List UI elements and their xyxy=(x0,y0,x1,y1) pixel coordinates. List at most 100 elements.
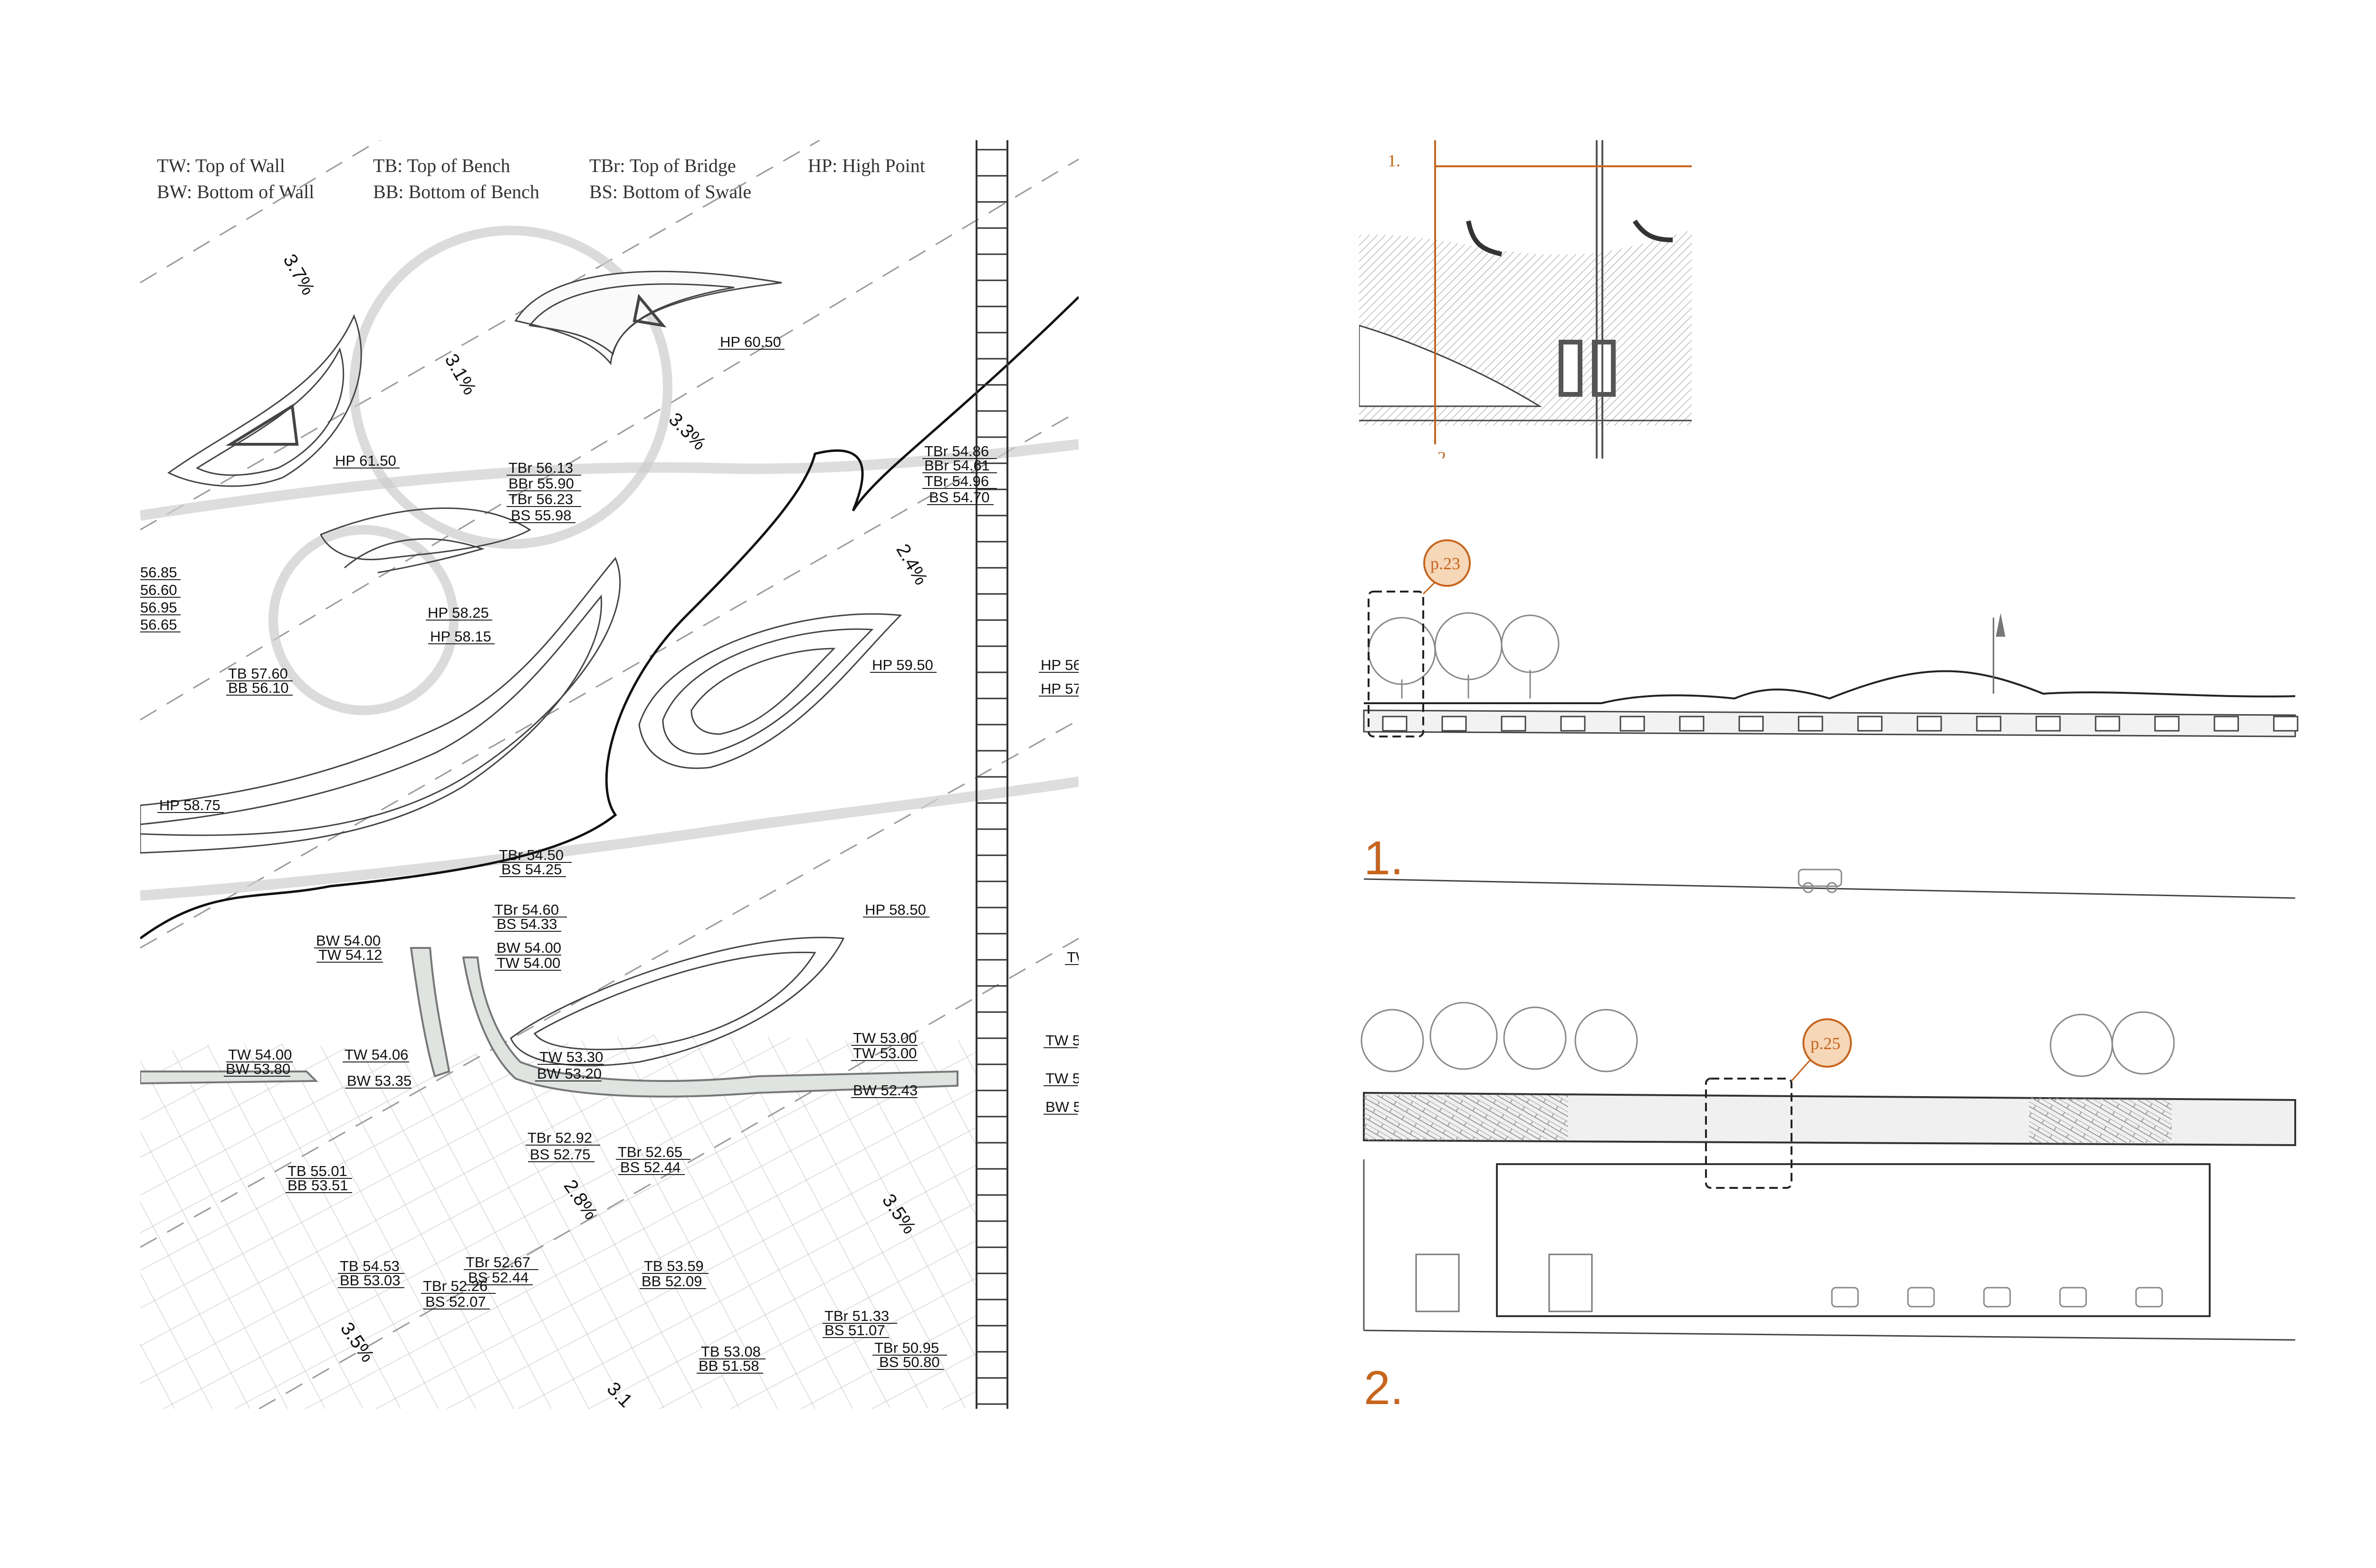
ladder xyxy=(976,140,1008,1409)
spot-elevation-label: BB 52.09 xyxy=(642,1273,702,1290)
ground-profile xyxy=(1364,670,2296,704)
spot-elevation-label: 56.95 xyxy=(140,599,177,616)
tunnel xyxy=(1496,1163,2211,1317)
spot-elevation-label: HP 61.50 xyxy=(335,452,396,469)
slope-label: 2.4% xyxy=(892,541,932,589)
vault-opening xyxy=(1679,716,1705,732)
spot-elevation-label: TBr 54.60 xyxy=(494,901,559,918)
car xyxy=(1798,869,1842,893)
slope-label: 3.3% xyxy=(665,409,710,454)
spot-elevation-label: HP 58.50 xyxy=(865,901,926,918)
spot-elevation-label: TW 53.30 xyxy=(539,1049,603,1065)
spot-elevation-label: BW 53.20 xyxy=(537,1065,602,1082)
vault-opening xyxy=(1738,716,1764,732)
legend-hp: HP: High Point xyxy=(808,155,925,176)
spot-elevation-label: BS 52.75 xyxy=(530,1146,591,1163)
vault-opening xyxy=(2213,716,2239,732)
slope-label: 3.7% xyxy=(279,251,319,299)
spot-elevation-label: TBr 52.67 xyxy=(466,1254,530,1271)
spot-elevation-label: TBr 51.33 xyxy=(824,1308,889,1324)
spot-elevation-label: TBr 52.92 xyxy=(527,1129,592,1146)
vault-opening xyxy=(1560,716,1586,732)
detail-callout xyxy=(1368,591,1424,737)
slope-label: 3.1% xyxy=(441,351,480,399)
spot-elevation-label: TBr 54.50 xyxy=(499,847,564,863)
walls xyxy=(140,947,958,1098)
legend-tbr: TBr: Top of Bridge xyxy=(589,155,736,176)
spot-elevation-label: TBr 50.95 xyxy=(874,1339,939,1356)
section-number: 1. xyxy=(1364,832,1403,885)
spot-elevation-label: BB 53.03 xyxy=(340,1272,401,1289)
vault-opening xyxy=(1501,716,1526,732)
spot-elevation-label: TBr 54.96 xyxy=(924,473,989,489)
spot-elevation-label: BS 51.07 xyxy=(824,1322,885,1339)
car-icon xyxy=(1983,1287,2011,1308)
spot-elevation-label: HP 58.75 xyxy=(159,797,220,813)
spot-elevation-label: TB 57.60 xyxy=(228,665,288,682)
vault-opening xyxy=(2035,716,2061,732)
spot-elevation-label: TB 53.59 xyxy=(644,1258,704,1274)
spot-elevation-label: TW 54.12 xyxy=(318,947,382,963)
spot-elevation-label: BB 56.10 xyxy=(228,679,289,696)
spot-elevation-label: BW 54.00 xyxy=(316,932,381,949)
spot-elevation-label: BW 54.00 xyxy=(497,939,561,956)
spot-elevation-label: 56.65 xyxy=(140,616,177,633)
spot-elevation-label: TBr 52.65 xyxy=(618,1144,682,1160)
cut-line-2-label: 2. xyxy=(1437,448,1450,459)
section-2: p.25 2. xyxy=(1360,1002,2296,1415)
spot-elevation-label: BS 52.44 xyxy=(620,1159,681,1176)
car-icon xyxy=(1907,1287,1935,1308)
spot-elevation-label: TB 55.01 xyxy=(287,1163,347,1179)
detail-callout xyxy=(1705,1078,1792,1189)
key-plan: 1. 2. xyxy=(1359,140,1692,459)
spot-elevation-label: HP 59.50 xyxy=(872,657,933,673)
spot-elevation-label: TW 54.00 xyxy=(228,1046,292,1063)
vault-opening xyxy=(2095,716,2120,732)
spot-elevation-label: BS 54.70 xyxy=(929,489,990,506)
spot-elevation-label: BW 53.80 xyxy=(226,1061,290,1077)
vault-opening xyxy=(1976,716,2002,732)
page-ref-badge xyxy=(1802,1018,1852,1068)
spot-elevation-label: BS 50.80 xyxy=(879,1354,940,1370)
legend-tw: TW: Top of Wall xyxy=(157,155,285,176)
page-ref-text: p.25 xyxy=(1811,1034,1840,1053)
spot-elevation-label: TW 53.00 xyxy=(853,1045,917,1061)
vault-opening xyxy=(2273,716,2299,732)
path-bands xyxy=(140,439,1079,901)
spot-elevation-label: TB 53.08 xyxy=(701,1343,761,1360)
vault-opening xyxy=(1441,716,1467,732)
legend-tb: TB: Top of Bench xyxy=(373,155,510,176)
spot-elevation-label: BW 5 xyxy=(1045,1099,1079,1115)
spot-elevation-label: HP 60.50 xyxy=(720,334,781,350)
legend-bs: BS: Bottom of Swale xyxy=(589,181,752,202)
spot-elevation-label: TB 54.53 xyxy=(340,1258,400,1274)
cut-line-1-label: 1. xyxy=(1388,151,1400,170)
spot-elevation-label: TW 5 xyxy=(1045,1032,1079,1049)
vault-opening xyxy=(1916,716,1942,732)
legend-bb: BB: Bottom of Bench xyxy=(373,181,539,202)
spot-elevation-label: BB 51.58 xyxy=(699,1358,759,1374)
car-icon xyxy=(1831,1287,1859,1308)
spot-elevation-label: TBr 54.86 xyxy=(924,443,989,459)
paving-area xyxy=(140,1034,977,1409)
spot-elevation-label: TBr 56.13 xyxy=(508,459,573,476)
vault-opening xyxy=(2154,716,2180,732)
deck-profile xyxy=(1363,709,2296,737)
spot-elevation-label: BS 54.33 xyxy=(497,916,557,932)
page-ref-badge xyxy=(1423,539,1471,587)
spot-elevation-label: 56.85 xyxy=(140,564,177,581)
spot-elevation-label: BW 53.35 xyxy=(347,1072,412,1089)
spot-elevation-label: TW xyxy=(1067,949,1079,966)
spot-elevation-label: HP 57 xyxy=(1041,680,1079,697)
spot-elevation-label: BS 54.25 xyxy=(501,861,562,878)
spot-elevation-label: BB 53.51 xyxy=(287,1177,348,1194)
spot-elevation-label: BS 52.07 xyxy=(425,1293,486,1310)
page-ref-text: p.23 xyxy=(1430,554,1460,573)
spot-elevation-label: TBr 52.26 xyxy=(423,1278,488,1294)
spot-elevation-label: BS 52.44 xyxy=(468,1269,529,1286)
spot-elevation-label: 56.60 xyxy=(140,582,177,598)
vault-opening xyxy=(1798,716,1823,732)
spot-elevation-label: TBr 56.23 xyxy=(508,491,573,507)
section-1: p.23 1. xyxy=(1363,539,2299,899)
